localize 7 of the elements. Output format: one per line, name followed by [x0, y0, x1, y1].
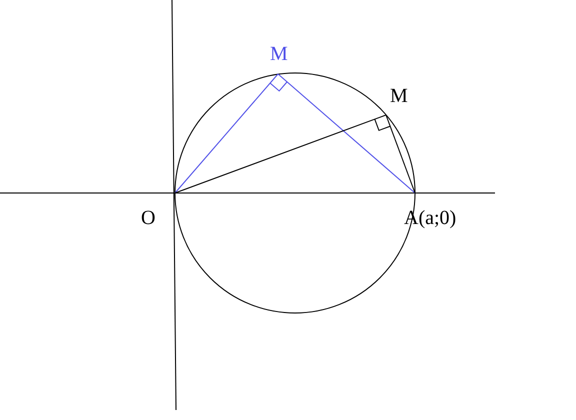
line-segment — [174, 114, 386, 194]
point-label: M — [390, 86, 408, 106]
point-label: O — [141, 208, 156, 228]
line-segment — [278, 74, 416, 194]
point-label: M — [270, 44, 288, 64]
line-segment — [386, 114, 416, 194]
line-segment — [174, 74, 278, 194]
